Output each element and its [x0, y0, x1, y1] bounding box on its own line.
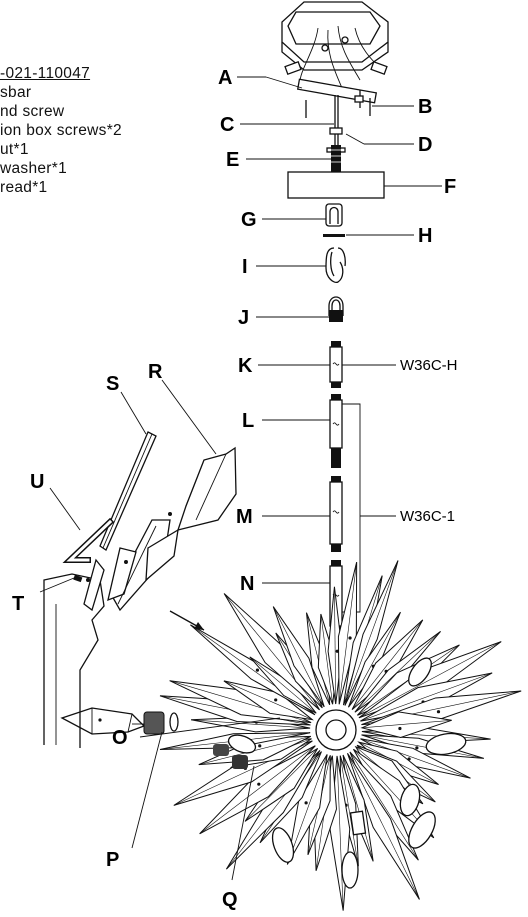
callout-b: B — [418, 96, 432, 118]
crystal-spike-facet — [348, 612, 401, 708]
callout-d: D — [418, 134, 432, 156]
crystal-spike-facet — [336, 755, 344, 911]
callout-k: K — [238, 355, 253, 377]
crystal-spike-hole — [415, 746, 419, 750]
parts-list: -021-110047 sbar nd screw ion box screws… — [0, 64, 122, 197]
crystal-spike-facet — [351, 619, 423, 710]
crystal-spike-facet — [349, 751, 419, 861]
crystal-spike-facet — [320, 614, 333, 705]
crystal-spike-facet — [249, 656, 317, 714]
callout-u: U — [30, 471, 44, 493]
rod-w36c-h — [329, 341, 343, 388]
callout-o: O — [112, 727, 128, 749]
crystal-spike-facet — [223, 593, 320, 711]
bracket-w36c-1 — [342, 403, 361, 613]
crystal-spike-hole — [335, 649, 339, 653]
parts-list-item: nd screw — [0, 103, 65, 120]
crystal-spike-facet — [287, 754, 328, 865]
callout-t: T — [12, 593, 24, 615]
rod-loop — [328, 296, 344, 322]
crystal-spike-facet — [199, 745, 316, 834]
crystal-spike-facet — [360, 738, 471, 779]
callout-l: L — [242, 410, 254, 432]
crystal-spike-facet — [244, 748, 318, 822]
crystal-spike-facet — [347, 753, 420, 900]
crystal-spike-hole — [304, 801, 308, 805]
chandelier-body — [159, 560, 522, 911]
callout-e: E — [226, 149, 239, 171]
crystal-spike-hole — [436, 710, 441, 714]
crystal-spike-facet — [354, 631, 441, 713]
crystal-spike-hole — [255, 668, 260, 672]
parts-list-item: washer*1 — [0, 160, 68, 177]
crystal-spike-hole — [274, 698, 278, 702]
parts-list-item: read*1 — [0, 179, 48, 196]
chain-link — [325, 247, 346, 284]
canopy-loop — [325, 203, 343, 227]
canopy — [287, 171, 385, 199]
leader-lines — [39, 76, 442, 881]
callout-g: G — [241, 209, 257, 231]
threaded-pipe-assembly — [326, 95, 346, 178]
rod-label-set: W36C-1 — [400, 508, 455, 525]
callout-m: M — [236, 506, 253, 528]
crystal-spike-facet — [342, 754, 374, 862]
crystal-spike-facet — [339, 755, 359, 867]
callout-letters: A B C D E F G H I J K L M N O P Q R S T … — [12, 67, 456, 911]
callout-i: I — [242, 256, 248, 278]
crystal-spike-facet — [306, 612, 330, 705]
junction-box — [281, 1, 389, 97]
crystal-spike-facet — [338, 562, 357, 705]
parts-list-code: -021-110047 — [0, 65, 91, 82]
rod-label-single: W36C-H — [400, 357, 458, 374]
crystal-spike-facet — [360, 672, 493, 722]
callout-q: Q — [222, 889, 238, 911]
callout-c: C — [220, 114, 234, 136]
ring-washer — [323, 234, 345, 237]
callout-n: N — [240, 573, 254, 595]
crystal-spike-facet — [344, 560, 399, 706]
crystal-spike-facet — [361, 734, 484, 759]
crystal-spike-detail — [60, 707, 179, 735]
crystal-spike-hole — [258, 744, 262, 748]
parts-list-item: ion box screws*2 — [0, 122, 122, 139]
callout-s: S — [106, 373, 119, 395]
parts-list-item: ut*1 — [0, 141, 29, 158]
callout-r: R — [148, 361, 163, 383]
spike-assembly-detail — [43, 431, 237, 748]
rod-w36c-1-middle — [329, 476, 343, 552]
crystal-spike-hole — [398, 726, 402, 731]
callout-f: F — [444, 176, 456, 198]
crystal-spike-hole — [257, 782, 261, 786]
crystal-spike-facet — [272, 606, 325, 707]
crystal-spike-facet — [358, 641, 502, 718]
parts-list-item: sbar — [0, 84, 32, 101]
crystal-spike-facet — [334, 586, 337, 705]
crystal-spike-hole — [348, 636, 352, 640]
crossbar — [296, 78, 378, 118]
callout-h: H — [418, 225, 432, 247]
crystal-spike-facet — [361, 719, 452, 729]
crystal-spike-facet — [223, 680, 313, 720]
crystal-spike-facet — [191, 719, 311, 729]
rod-w36c-1-upper — [329, 394, 343, 468]
callout-a: A — [218, 67, 232, 89]
callout-j: J — [238, 307, 249, 329]
callout-p: P — [106, 849, 119, 871]
